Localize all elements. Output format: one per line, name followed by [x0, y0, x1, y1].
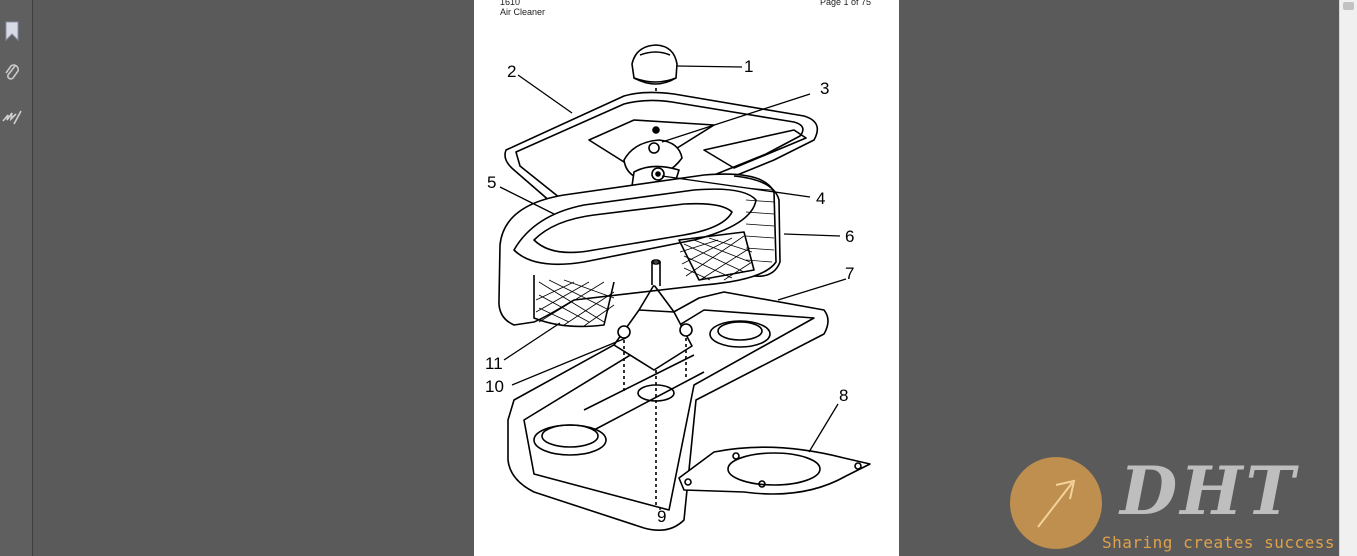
air-cleaner-base: [507, 291, 829, 531]
callout-3: 3: [820, 79, 829, 98]
base-stud-bracket: [613, 259, 693, 505]
callout-1: 1: [744, 57, 753, 76]
callout-6: 6: [845, 227, 854, 246]
page-indicator: Page 1 of 75: [820, 0, 872, 7]
navigation-pane-rail: [0, 0, 33, 556]
section-code: 1610: [500, 0, 521, 7]
paperclip-icon: [5, 64, 20, 80]
signature-icon: [2, 110, 22, 125]
callout-10: 10: [485, 377, 504, 396]
base-gasket: [678, 446, 871, 495]
callout-8: 8: [839, 386, 848, 405]
leader-lines: [499, 65, 847, 510]
pdf-page: 1610 Air Cleaner Page 1 of 75: [474, 0, 899, 556]
callout-9: 9: [657, 507, 666, 526]
bookmarks-button[interactable]: [0, 18, 24, 44]
signatures-button[interactable]: [0, 104, 24, 130]
callout-2: 2: [507, 62, 516, 81]
callout-5: 5: [487, 173, 496, 192]
scrollbar-thumb[interactable]: [1343, 2, 1354, 10]
callout-4: 4: [816, 189, 825, 208]
watermark-emblem: [1010, 457, 1102, 549]
bookmark-icon: [5, 21, 19, 41]
watermark-logo-text: DHT: [1120, 452, 1298, 530]
attachments-button[interactable]: [0, 60, 24, 86]
section-title: Air Cleaner: [500, 7, 546, 17]
filter-element: [498, 173, 781, 328]
air-cleaner-exploded-diagram: 1 2 3 4 5 6 7 8 9 10 11: [485, 44, 871, 531]
callout-7: 7: [845, 264, 854, 283]
callout-11: 11: [485, 354, 503, 373]
vertical-scrollbar[interactable]: [1339, 0, 1357, 556]
callout-labels: 1 2 3 4 5 6 7 8 9 10 11: [485, 57, 854, 526]
watermark-tagline: Sharing creates success: [1102, 533, 1336, 552]
